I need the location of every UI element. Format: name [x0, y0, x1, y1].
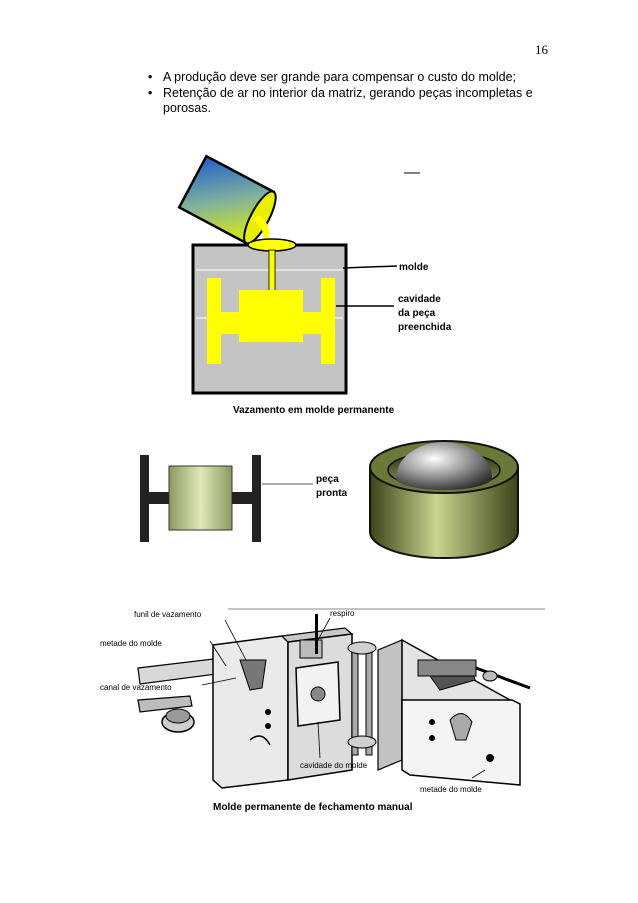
- handle-bar-lower: [137, 695, 193, 713]
- label-canal: canal de vazamento: [100, 683, 172, 692]
- metal-stream: [252, 215, 270, 245]
- part-neck: [232, 492, 252, 504]
- part-body: [168, 465, 233, 531]
- pouring-cup: [247, 238, 297, 252]
- left-mold-half: [212, 614, 354, 789]
- hinge-pins: [347, 641, 377, 756]
- bullet-text: Retenção de ar no interior da matriz, ge…: [163, 85, 533, 116]
- page-number: 16: [535, 42, 548, 57]
- bullet-item: • A produção deve ser grande para compens…: [148, 70, 563, 86]
- caption-figure3: Molde permanente de fechamento manual: [213, 802, 413, 813]
- cavity-part: [207, 278, 335, 364]
- bullet-dot-icon: •: [148, 70, 153, 84]
- label-respiro: respiro: [330, 609, 355, 618]
- label-cavidade: cavidade: [398, 294, 441, 305]
- label-metade-esq: metade do molde: [100, 639, 162, 648]
- label-cavidade: preenchida: [398, 322, 452, 333]
- bullet-item: • Retenção de ar no interior da matriz, g…: [148, 86, 563, 117]
- bullet-text: A produção deve ser grande para compensa…: [163, 70, 516, 84]
- sprue: [268, 249, 276, 293]
- figure-manual-mold: funil de vazamento respiro metade do mol…: [100, 608, 545, 794]
- label-funil: funil de vazamento: [134, 610, 202, 619]
- caption-figure1: Vazamento em molde permanente: [233, 405, 395, 416]
- bullet-dot-icon: •: [148, 85, 153, 100]
- leader-line: [342, 265, 398, 269]
- label-cavidade: da peça: [398, 308, 436, 319]
- label-molde: molde: [399, 262, 429, 273]
- label-metade-dir: metade do molde: [420, 785, 482, 794]
- part-neck: [149, 492, 169, 504]
- label-peca: pronta: [316, 488, 348, 499]
- handle-knob-top: [165, 708, 191, 724]
- label-cavidade-molde: cavidade do molde: [300, 761, 368, 770]
- part-flange: [252, 455, 261, 542]
- figure-finished-part: peça pronta: [140, 440, 519, 559]
- part-flange: [140, 455, 149, 542]
- right-mold-half: [377, 638, 531, 786]
- leader-lines: [201, 617, 486, 779]
- label-peca: peça: [316, 474, 339, 485]
- mold-ring-icon: [369, 440, 519, 559]
- figure-pouring-mold: molde cavidade da peça preenchida: [177, 154, 452, 395]
- bullet-list: • A produção deve ser grande para compens…: [148, 70, 563, 117]
